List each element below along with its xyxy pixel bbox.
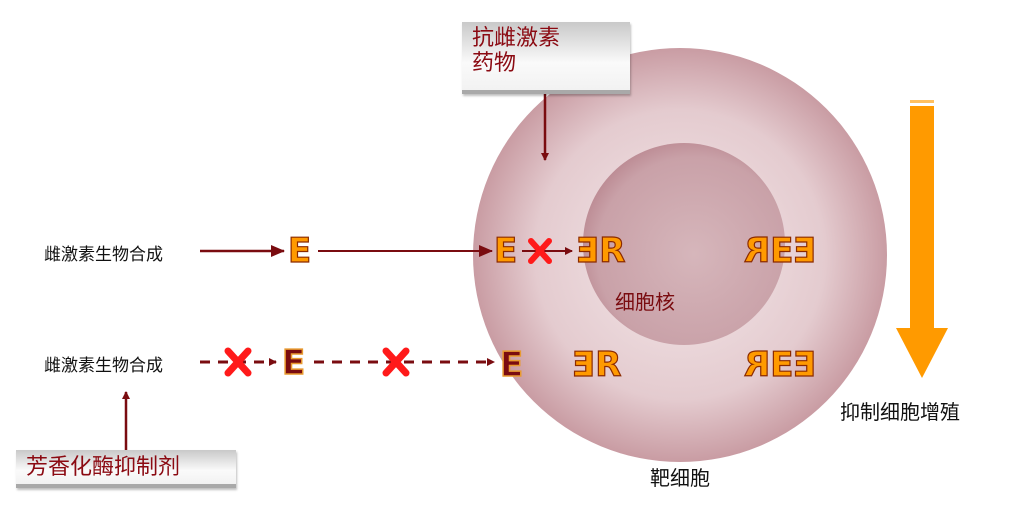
anti-estrogen-drug-box: 抗雌激素 药物 — [462, 22, 630, 94]
receptor-dimer: REE — [743, 230, 817, 271]
receptor-dimer: REE — [743, 344, 817, 385]
aromatase-inhibitor-box: 芳香化酶抑制剂 — [16, 450, 236, 488]
receptor-complex: ER — [571, 344, 622, 385]
estrogen-synthesis-label-1: 雌激素生物合成 — [44, 245, 163, 265]
receptor-complex: ER — [575, 230, 626, 271]
drug-label-line1: 抗雌激素 — [472, 26, 561, 51]
estrogen-symbol: E — [287, 231, 312, 271]
estrogen-symbol: E — [281, 343, 306, 383]
down-arrow-icon — [896, 100, 948, 378]
block-x-icon — [224, 347, 252, 377]
inhibitor-label: 芳香化酶抑制剂 — [26, 455, 181, 480]
estrogen-symbol: E — [499, 345, 524, 385]
estrogen-symbol: E — [493, 231, 518, 271]
inhibit-proliferation-label: 抑制细胞增殖 — [840, 400, 960, 424]
target-cell-label: 靶细胞 — [650, 466, 710, 490]
block-x-icon — [528, 238, 552, 264]
block-x-icon — [382, 347, 410, 377]
estrogen-synthesis-label-2: 雌激素生物合成 — [44, 356, 163, 376]
nucleus — [583, 143, 785, 345]
nucleus-label: 细胞核 — [615, 290, 675, 314]
drug-label-line2: 药物 — [472, 51, 517, 76]
